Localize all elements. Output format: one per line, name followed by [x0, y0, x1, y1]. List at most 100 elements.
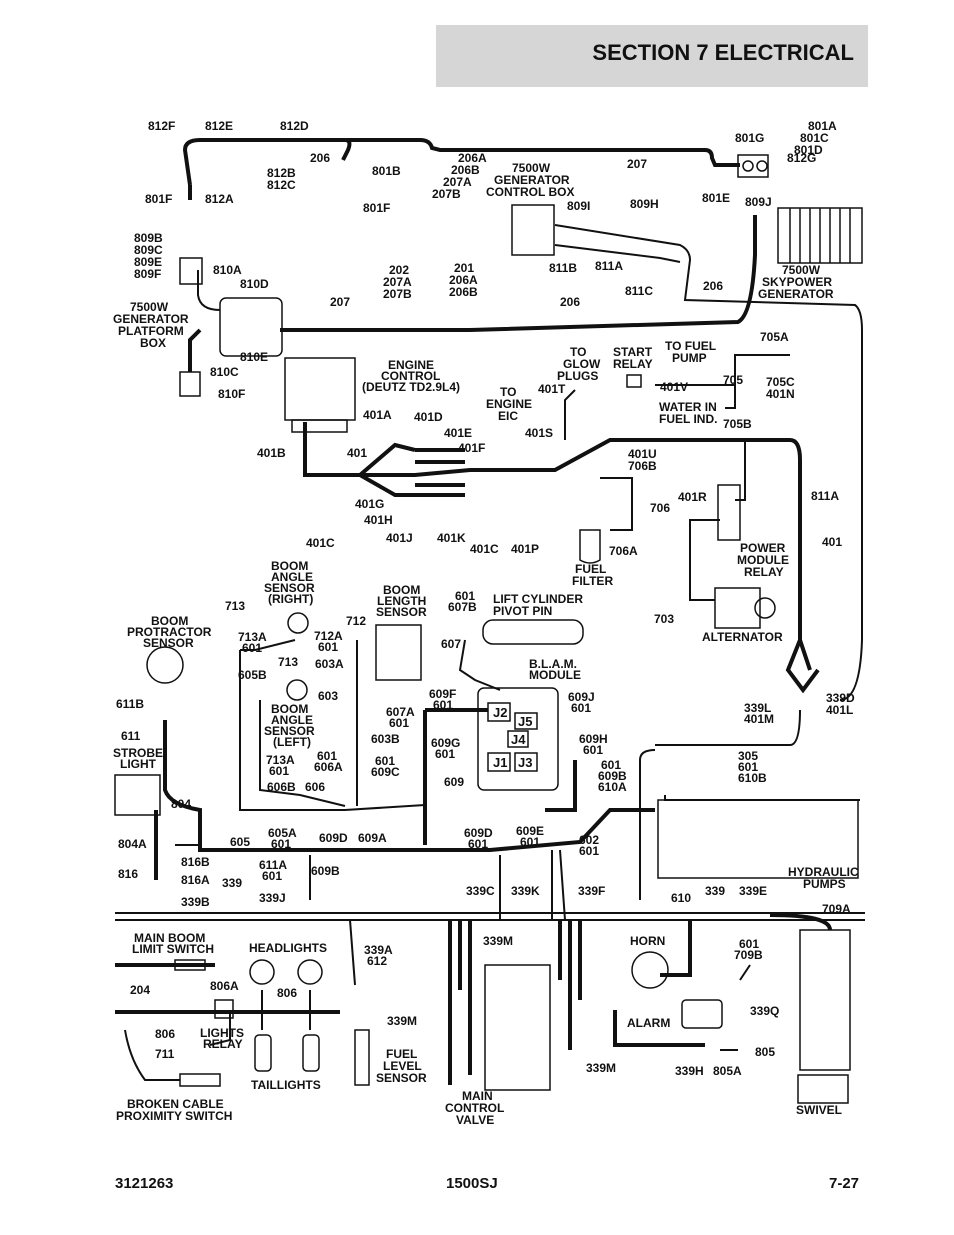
label-809C: 809C [134, 243, 163, 257]
label-713A-b: 713A [266, 753, 295, 767]
label-207A-b: 207A [383, 275, 412, 289]
label-812C: 812C [267, 178, 296, 192]
label-206B-b: 206B [449, 285, 478, 299]
label-805A: 805A [713, 1064, 742, 1078]
label-610: 610 [671, 891, 691, 905]
label-816A: 816A [181, 873, 210, 887]
label-lc-2: PIVOT PIN [493, 604, 552, 618]
label-gen-2: SKYPOWER [762, 275, 832, 289]
label-607B: 607B [448, 600, 477, 614]
label-605A: 605A [268, 826, 297, 840]
label-202: 202 [389, 263, 409, 277]
headlight-left [249, 959, 275, 985]
label-headlights: HEADLIGHTS [249, 941, 327, 955]
start-relay [626, 374, 642, 388]
label-809F: 809F [134, 267, 161, 281]
label-607: 607 [441, 637, 461, 651]
label-401S: 401S [525, 426, 553, 440]
alternator [714, 587, 761, 629]
label-bls-2: LENGTH [377, 594, 426, 608]
label-713A: 713A [238, 630, 267, 644]
label-sr-1: START [613, 345, 653, 359]
label-609F: 609F [429, 687, 456, 701]
boom-angle-sensor-left [286, 679, 308, 701]
label-pm-1: POWER [740, 541, 786, 555]
connector-J2: J2 [493, 705, 507, 720]
label-mcv-2: CONTROL [445, 1101, 504, 1115]
label-703: 703 [654, 612, 674, 626]
label-812E: 812E [205, 119, 233, 133]
alarm [681, 999, 723, 1029]
label-bas-3: SENSOR [264, 581, 315, 595]
lights-relay [214, 999, 234, 1019]
label-201: 201 [454, 261, 474, 275]
boom-length-sensor [375, 624, 422, 681]
label-tg-3: PLUGS [557, 369, 598, 383]
label-bps-1: BOOM [151, 614, 188, 628]
label-401P: 401P [511, 542, 539, 556]
label-601-i: 601 [269, 764, 289, 778]
label-lr-1: LIGHTS [200, 1026, 244, 1040]
label-mb-2: LIMIT SWITCH [132, 942, 214, 956]
label-609A: 609A [358, 831, 387, 845]
label-401U: 401U [628, 447, 657, 461]
label-gen-3: GENERATOR [758, 287, 834, 301]
label-339L: 339L [744, 701, 771, 715]
label-mcv-1: MAIN [462, 1089, 493, 1103]
label-339M-b: 339M [387, 1014, 417, 1028]
label-te-1: TO [500, 385, 516, 399]
label-bal-3: SENSOR [264, 724, 315, 738]
label-712A: 712A [314, 629, 343, 643]
label-gpb-1: 7500W [130, 300, 169, 314]
label-206-c: 206 [560, 295, 580, 309]
label-tg-1: TO [570, 345, 586, 359]
label-609: 609 [444, 775, 464, 789]
label-705: 705 [723, 373, 743, 387]
label-801G: 801G [735, 131, 764, 145]
label-401N: 401N [766, 387, 795, 401]
boom-angle-sensor-right [287, 612, 309, 634]
label-601-p: 601 [520, 835, 540, 849]
broken-cable-proximity-switch [179, 1073, 221, 1087]
label-339H: 339H [675, 1064, 704, 1078]
label-alarm: ALARM [627, 1016, 670, 1030]
label-713-b: 713 [278, 655, 298, 669]
label-801E: 801E [702, 191, 730, 205]
label-fl-2: LEVEL [383, 1059, 422, 1073]
label-609B: 609B [598, 769, 627, 783]
label-pm-3: RELAY [744, 565, 784, 579]
label-401L: 401L [826, 703, 853, 717]
label-401-b: 401 [822, 535, 842, 549]
label-606: 606 [305, 780, 325, 794]
connector-801 [737, 154, 769, 178]
label-601-e: 601 [571, 701, 591, 715]
boom-protractor-sensor [146, 646, 184, 684]
label-606A: 606A [314, 760, 343, 774]
label-812F: 812F [148, 119, 175, 133]
label-tf-1: TO FUEL [665, 339, 716, 353]
label-bal-4: (LEFT) [273, 735, 311, 749]
label-339F: 339F [578, 884, 605, 898]
label-805: 805 [755, 1045, 775, 1059]
label-hp-2: PUMPS [803, 877, 846, 891]
fuel-filter [579, 529, 601, 564]
headlight-right [297, 959, 323, 985]
label-601-d: 601 [433, 698, 453, 712]
label-601-l: 601 [601, 758, 621, 772]
label-709A: 709A [822, 902, 851, 916]
label-601-g: 601 [435, 747, 455, 761]
label-207A: 207A [443, 175, 472, 189]
label-339E: 339E [739, 884, 767, 898]
label-sr-2: RELAY [613, 357, 653, 371]
label-bc-1: BROKEN CABLE [127, 1097, 224, 1111]
label-605: 605 [230, 835, 250, 849]
label-611: 611 [121, 729, 141, 743]
label-401H: 401H [364, 513, 393, 527]
label-709B: 709B [734, 948, 763, 962]
label-609D-b: 609D [464, 826, 493, 840]
label-gpb-2: GENERATOR [113, 312, 189, 326]
label-601-k: 601 [375, 754, 395, 768]
label-401C: 401C [306, 536, 335, 550]
label-809J: 809J [745, 195, 772, 209]
